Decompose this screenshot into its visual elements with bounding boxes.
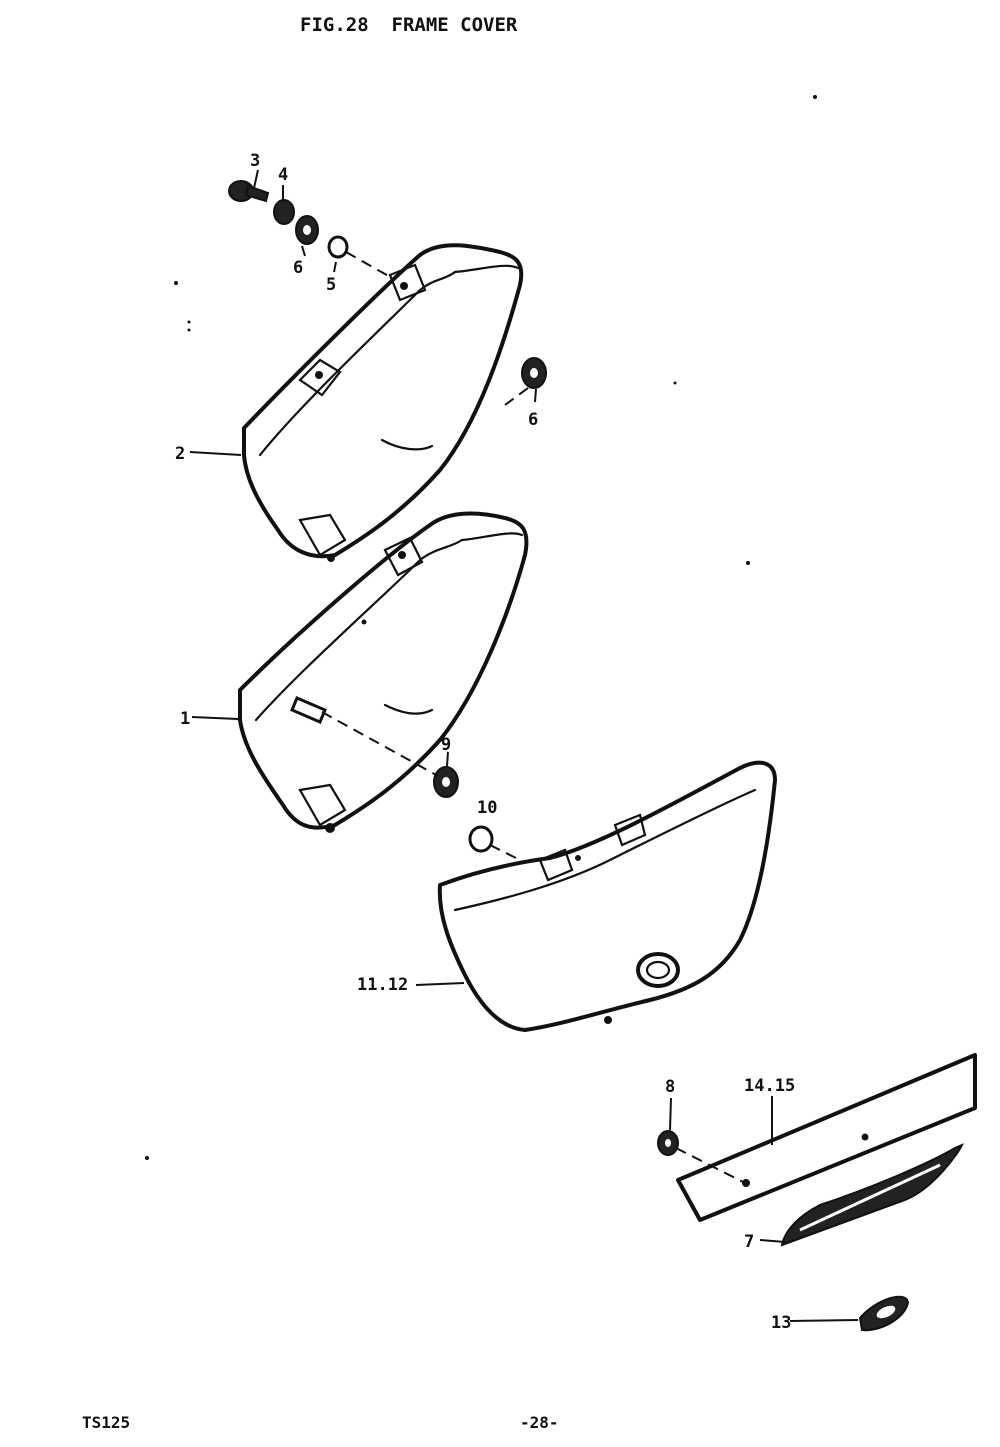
frame-cover-left-part-1	[238, 511, 529, 833]
frame-cover-left-part-2	[242, 243, 524, 562]
callout-9: 9	[441, 735, 451, 755]
callout-11-12: 11.12	[357, 975, 408, 995]
stud	[290, 696, 327, 724]
callout-8: 8	[665, 1077, 675, 1097]
callout-7: 7	[744, 1232, 754, 1252]
spacer-part-5	[327, 235, 349, 259]
callout-10: 10	[477, 798, 497, 818]
callout-6-right: 6	[528, 410, 538, 430]
callout-2: 2	[175, 444, 185, 464]
frame-cover-right-part-11-12	[437, 760, 777, 1032]
emblem-plate-part-14-15	[676, 1053, 977, 1222]
callout-6-upper: 6	[293, 258, 303, 278]
hardware-parts	[228, 180, 679, 1156]
scan-specks	[145, 95, 817, 1160]
callout-13: 13	[771, 1313, 791, 1333]
emblem-part-7	[780, 1143, 964, 1247]
cushion-part-10	[468, 825, 494, 853]
page-number: -28-	[520, 1413, 559, 1432]
callout-1: 1	[180, 709, 190, 729]
model-code: TS125	[82, 1413, 131, 1432]
grommet-part-9	[433, 766, 459, 798]
callout-5: 5	[326, 275, 336, 295]
washer-part-4	[273, 199, 295, 225]
grommet-part-6-upper	[295, 215, 319, 245]
bolt-part-3	[228, 180, 270, 203]
grommet-part-8	[657, 1130, 679, 1156]
callout-3: 3	[250, 151, 260, 171]
grommet-part-6-right	[521, 357, 547, 389]
callout-4: 4	[278, 165, 288, 185]
small-emblem-part-13	[858, 1295, 910, 1332]
leader-lines	[189, 169, 859, 1322]
callout-labels: 3 4 6 5 6 2 1 9 10 11.12 8 14.15 7 13	[175, 151, 795, 1333]
page-title: FIG.28 FRAME COVER	[300, 14, 518, 36]
callout-14-15: 14.15	[744, 1076, 795, 1096]
